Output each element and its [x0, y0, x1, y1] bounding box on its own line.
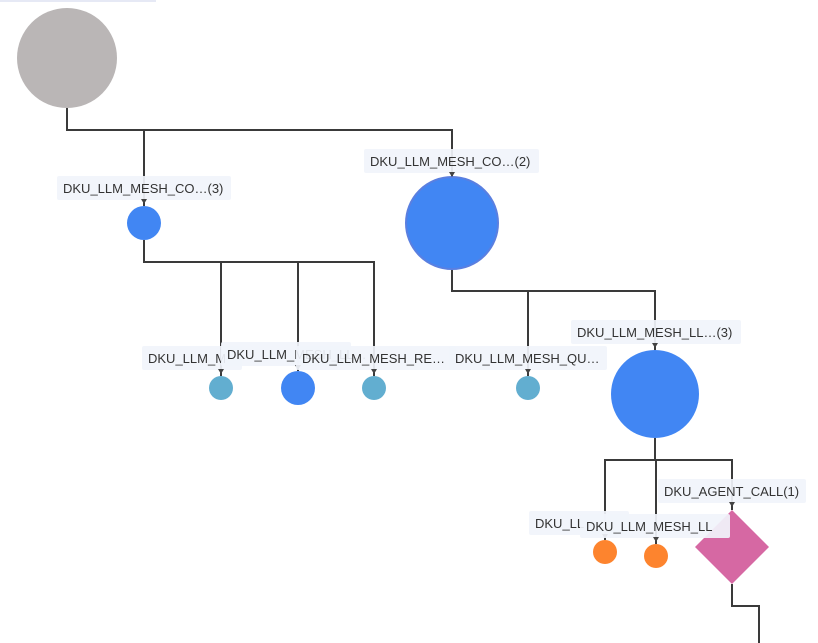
node-c2[interactable]: [405, 176, 499, 270]
label-c2-text: DKU_LLM_MESH_CO…(2): [370, 154, 530, 169]
label-c1c-arrow-icon: [371, 369, 377, 374]
label-c1a-arrow-icon: [218, 369, 224, 374]
label-c1c-background: [296, 346, 456, 370]
label-c2b1-text: DKU_LL: [535, 516, 584, 531]
edge-agent-continuation: [731, 584, 760, 643]
nodes-layer: [17, 8, 769, 584]
node-c1c[interactable]: [362, 376, 386, 400]
label-c1c-text: DKU_LLM_MESH_RE…: [302, 351, 445, 366]
label-c2: DKU_LLM_MESH_CO…(2): [364, 149, 539, 177]
label-c2b2-background: [580, 514, 730, 538]
label-c2a-background: [449, 346, 607, 370]
label-c1-text: DKU_LLM_MESH_CO…(3): [63, 181, 223, 196]
node-c1b[interactable]: [281, 371, 315, 405]
edge-c1-to-c1c: [143, 240, 375, 376]
label-c1c: DKU_LLM_MESH_RE…: [296, 346, 456, 374]
label-c2-background: [364, 149, 539, 173]
label-c2b3: DKU_AGENT_CALL(1): [658, 479, 806, 507]
node-root[interactable]: [17, 8, 117, 108]
label-c2b2: DKU_LLM_MESH_LL: [580, 514, 730, 542]
label-c2a-arrow-icon: [525, 369, 531, 374]
labels-layer: DKU_LLM_MESH_CO…(3) DKU_LLM_MESH_CO…(2) DK…: [57, 149, 806, 542]
label-c2a-text: DKU_LLM_MESH_QU…: [455, 351, 600, 366]
node-c2a[interactable]: [516, 376, 540, 400]
label-c1a-text: DKU_LLM_M: [148, 351, 226, 366]
label-c1-background: [57, 176, 231, 200]
label-c2b2-text: DKU_LLM_MESH_LL: [586, 519, 712, 534]
node-c2b2[interactable]: [644, 544, 668, 568]
label-c1a: DKU_LLM_M: [142, 346, 242, 374]
label-c2b: DKU_LLM_MESH_LL…(3): [571, 320, 741, 348]
top-strip: [0, 0, 156, 2]
label-c2a: DKU_LLM_MESH_QU…: [449, 346, 607, 374]
node-c2b[interactable]: [611, 350, 699, 438]
node-c1a[interactable]: [209, 376, 233, 400]
node-c1[interactable]: [127, 206, 161, 240]
label-c2b2-arrow-icon: [653, 537, 659, 542]
label-c2b3-arrow-icon: [729, 502, 735, 507]
label-c2-arrow-icon: [449, 172, 455, 177]
label-c2b3-background: [658, 479, 806, 503]
label-c2b-arrow-icon: [652, 343, 658, 348]
label-c2b-text: DKU_LLM_MESH_LL…(3): [577, 325, 732, 340]
label-c2b3-text: DKU_AGENT_CALL(1): [664, 484, 799, 499]
label-c1: DKU_LLM_MESH_CO…(3): [57, 176, 231, 204]
label-c1-arrow-icon: [141, 199, 147, 204]
label-c1a-background: [142, 346, 242, 370]
node-c2b1[interactable]: [593, 540, 617, 564]
label-c2b-background: [571, 320, 741, 344]
